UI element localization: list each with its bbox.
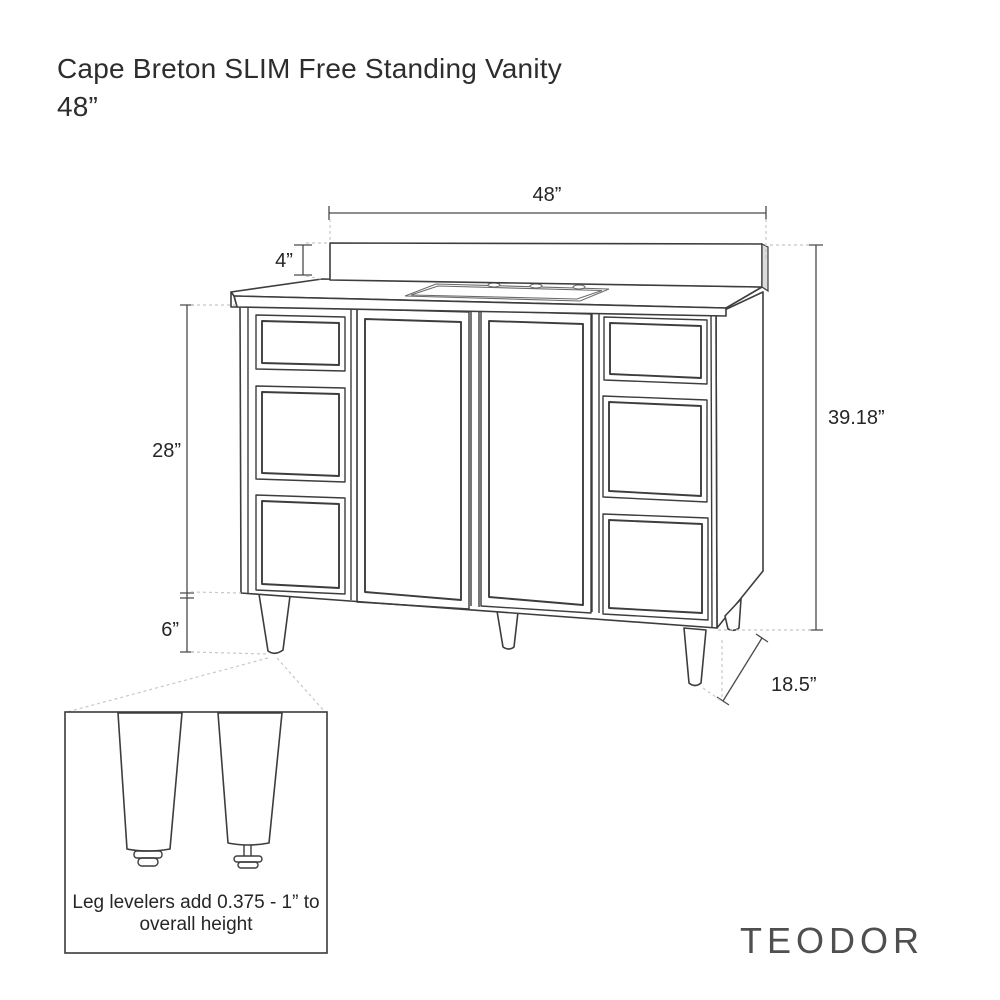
connector-left: [66, 657, 269, 713]
cabinet-right-side: [715, 291, 764, 629]
backsplash: [329, 242, 769, 293]
dim-line-width: [328, 206, 767, 220]
dim-label-depth: 18.5”: [771, 674, 817, 696]
right-drawer-stack: [602, 316, 709, 621]
inset-leveler-right-base: [237, 861, 259, 869]
drawer-left-3-panel: [261, 500, 340, 589]
dim-label-legs: 6”: [161, 619, 179, 641]
drawer-left-2: [255, 385, 346, 483]
dim-legs-extension: [190, 651, 267, 655]
inset-leveler-right-stem: [243, 845, 252, 856]
stile-3: [591, 311, 600, 613]
door-left-panel: [364, 318, 462, 601]
dim-width-extensions: [329, 219, 767, 258]
dimension-cabinet-height: 28”: [152, 304, 242, 594]
face-frame-right-line: [710, 313, 713, 628]
brand-logo: TEODOR: [739, 920, 924, 961]
dim-label-cabinet: 28”: [152, 440, 181, 462]
faucet-hole-center: [529, 283, 543, 289]
drawer-left-1-panel: [261, 320, 340, 366]
dim-line-depth: [716, 633, 769, 706]
dim-backsplash-extensions: [305, 242, 328, 280]
inset-note-line2: overall height: [139, 914, 253, 935]
inset-leg-left: [117, 712, 183, 852]
drawer-right-1: [603, 316, 708, 385]
vanity-drawing: [230, 242, 769, 687]
leg-front-right: [683, 627, 707, 687]
title-line1: Cape Breton SLIM Free Standing Vanity: [57, 53, 562, 84]
dim-label-overall: 39.18”: [828, 407, 885, 429]
faucet-hole-left: [487, 282, 501, 288]
drawer-right-3: [602, 513, 709, 621]
leg-center: [496, 610, 519, 650]
door-right-panel: [488, 320, 584, 606]
dim-line-backsplash: [294, 244, 312, 276]
dimension-leg-height: 6”: [161, 593, 267, 655]
connector-right: [276, 657, 326, 713]
dim-line-legs: [180, 593, 194, 653]
drawer-left-3: [255, 494, 346, 595]
left-drawer-stack: [255, 314, 346, 595]
drawer-right-2-panel: [608, 401, 702, 497]
counter-left-end: [230, 291, 238, 308]
dim-depth-extensions: [702, 640, 723, 701]
drawer-right-1-panel: [609, 322, 702, 379]
inset-leveler-left-base: [137, 857, 159, 867]
dimension-depth: 18.5”: [702, 633, 817, 706]
inset-box: [64, 711, 328, 954]
drawer-left-1: [255, 314, 346, 372]
stile-2: [470, 310, 480, 607]
countertop: [230, 278, 763, 317]
legs: [258, 593, 742, 687]
backsplash-front: [329, 242, 763, 288]
faucet-hole-right: [572, 284, 586, 290]
dim-label-backsplash: 4”: [275, 250, 293, 272]
leg-front-left: [258, 593, 291, 655]
dim-overall-extensions: [718, 244, 812, 631]
dimension-width: 48”: [328, 184, 767, 258]
inset-note-line1: Leg levelers add 0.375 - 1” to: [72, 892, 319, 913]
sink-rim-inner: [410, 285, 603, 300]
leg-back-right: [724, 598, 742, 632]
dim-line-overall: [809, 244, 823, 631]
drawer-left-2-panel: [261, 391, 340, 477]
inset-leg-right: [217, 712, 283, 846]
inset-connector-lines: [66, 657, 326, 713]
backsplash-end: [761, 243, 769, 293]
drawer-right-3-panel: [608, 519, 703, 614]
dim-cabinet-extensions: [190, 304, 242, 594]
dimension-backsplash: 4”: [275, 242, 328, 280]
dim-label-width: 48”: [533, 184, 562, 206]
title-line2: 48”: [57, 91, 99, 122]
dim-line-cabinet: [180, 304, 194, 594]
drawer-right-2: [602, 395, 708, 503]
page-title: Cape Breton SLIM Free Standing Vanity 48…: [57, 50, 562, 126]
leg-leveler-inset: Leg levelers add 0.375 - 1” to overall h…: [64, 711, 328, 954]
dimension-overall-height: 39.18”: [718, 244, 885, 631]
